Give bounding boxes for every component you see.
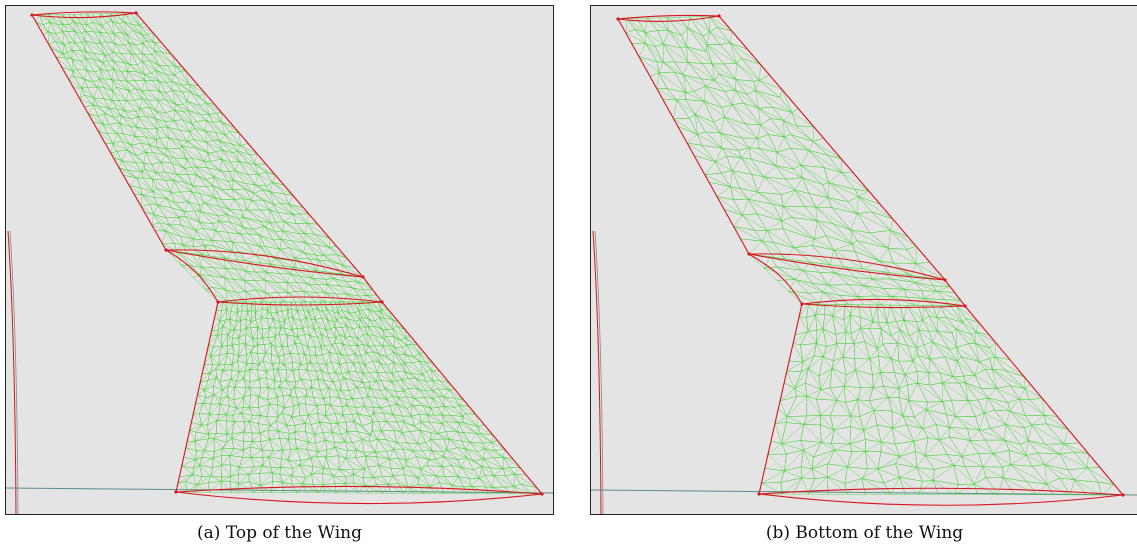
- caption-label: (b): [765, 523, 790, 543]
- mesh-triangles: [748, 253, 966, 307]
- wing-mesh-top: [6, 11, 553, 514]
- caption-top: (a) Top of the Wing: [5, 522, 554, 544]
- fuselage-edge: [7, 230, 17, 514]
- vertex-dot: [540, 492, 544, 496]
- fuselage-edge-inner: [9, 230, 19, 514]
- leading-edge-kink: [748, 253, 803, 305]
- wing: [6, 11, 553, 514]
- vertex-dot: [164, 248, 168, 252]
- mesh-triangles: [617, 15, 946, 281]
- vertex-dot: [747, 252, 751, 256]
- fuselage-edge: [592, 230, 602, 514]
- trailing-edge-kink: [362, 276, 383, 303]
- leading-edge-inner: [758, 303, 803, 495]
- caption-text: Top of the Wing: [225, 523, 362, 543]
- leading-edge-outer: [31, 14, 167, 251]
- fuselage-edge-inner: [594, 230, 604, 514]
- caption-text: Bottom of the Wing: [795, 523, 964, 543]
- vertex-dot: [1121, 493, 1125, 497]
- vertex-dot: [616, 17, 620, 21]
- trailing-edge-inner: [964, 305, 1124, 496]
- caption-bottom: (b) Bottom of the Wing: [590, 522, 1137, 544]
- wing-mesh-bottom: [591, 14, 1137, 514]
- vertex-dot: [216, 300, 220, 304]
- caption-label: (a): [197, 523, 221, 543]
- vertex-dot: [757, 492, 761, 496]
- vertex-dot: [134, 11, 138, 15]
- vertex-dot: [380, 300, 384, 304]
- trailing-edge-outer: [718, 15, 946, 281]
- trailing-edge-outer: [135, 12, 364, 278]
- mesh-triangles: [31, 12, 364, 278]
- trailing-edge-kink: [944, 279, 966, 307]
- leading-edge-kink: [165, 249, 219, 303]
- reference-line: [591, 489, 1137, 496]
- leading-edge-inner: [175, 301, 219, 493]
- root-airfoil: [758, 487, 1124, 506]
- figure-panel-top: [5, 5, 554, 515]
- vertex-dot: [30, 13, 34, 17]
- leading-edge-outer: [617, 18, 750, 255]
- vertex-dot: [963, 304, 967, 308]
- trailing-edge-inner: [381, 301, 543, 495]
- vertex-dot: [361, 275, 365, 279]
- vertex-dot: [943, 278, 947, 282]
- vertex-dot: [717, 14, 721, 18]
- reference-line: [6, 487, 553, 494]
- vertex-dot: [800, 302, 804, 306]
- wing: [591, 14, 1137, 514]
- vertex-dot: [174, 490, 178, 494]
- mesh-triangles: [758, 303, 1124, 496]
- mesh-triangles: [175, 301, 543, 495]
- figure-panel-bottom: [590, 5, 1137, 515]
